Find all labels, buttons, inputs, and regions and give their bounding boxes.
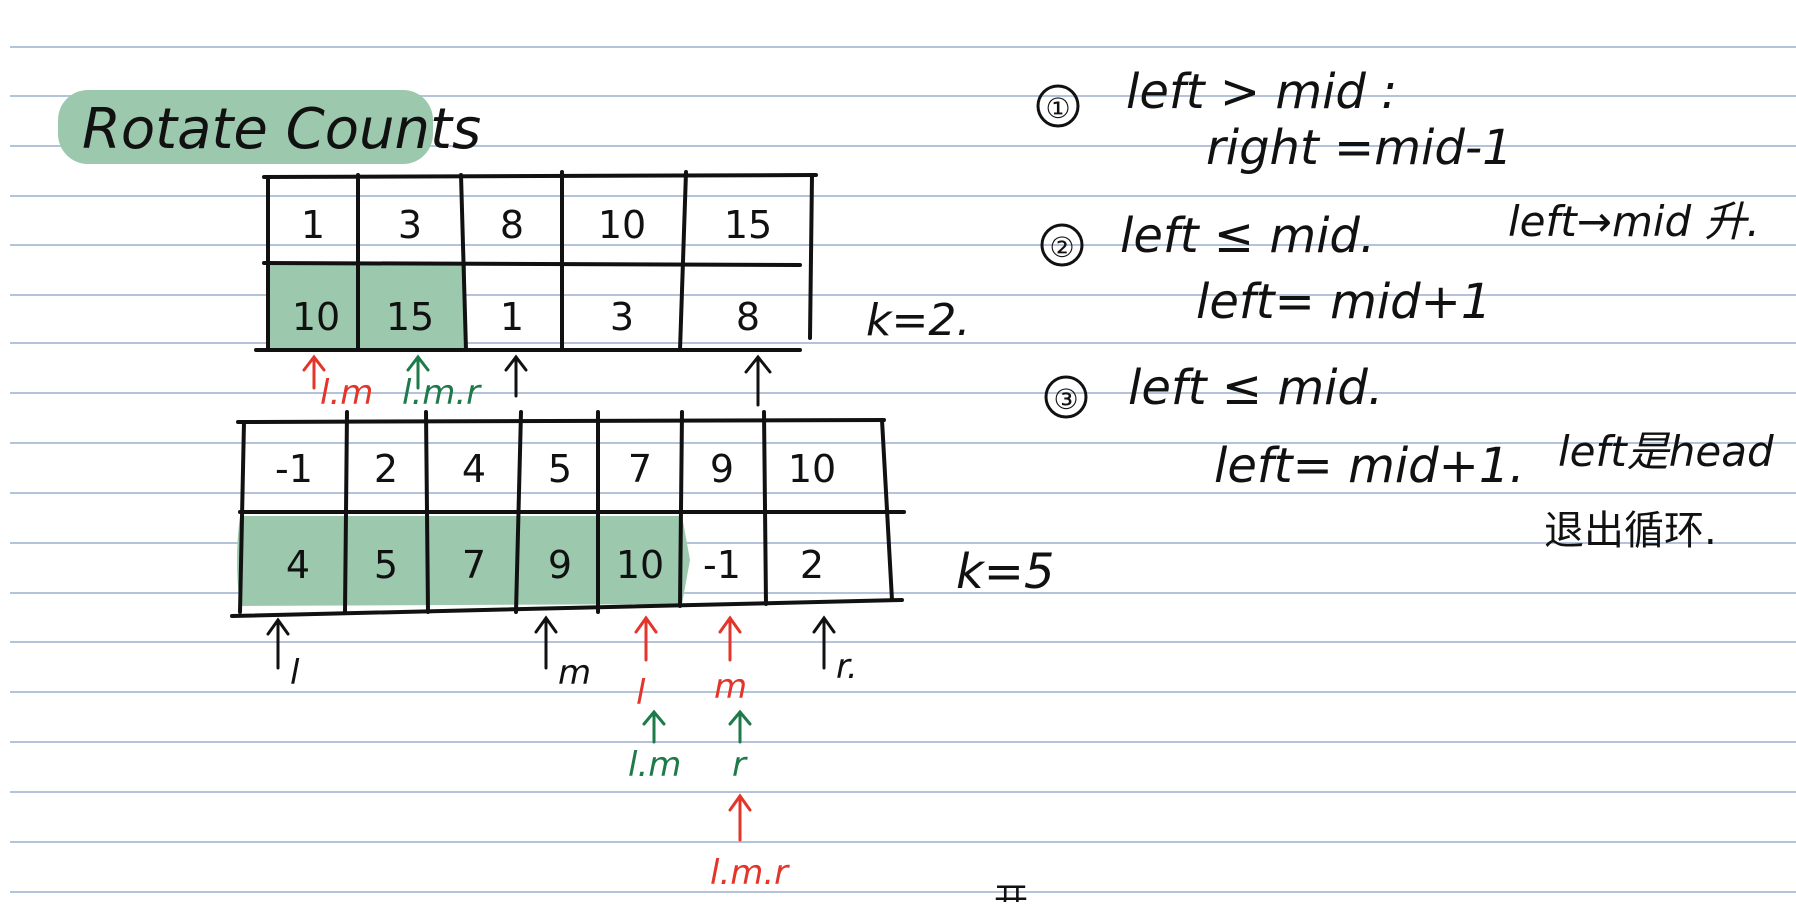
- example2-highlight: [237, 516, 690, 606]
- ex2-pointers: l m r. l m l.m r l.m.r: [266, 615, 858, 893]
- ex2-bottom-cell: 9: [548, 543, 572, 587]
- partial-text: 开: [994, 881, 1028, 902]
- rule3-note: left是head: [1558, 427, 1774, 476]
- rules: ① left > mid : right =mid-1 ② left ≤ mid…: [1036, 64, 1774, 554]
- ex1-bottom-cell: 8: [736, 295, 760, 339]
- ex2-bottom-cell: 5: [374, 543, 398, 587]
- ex1-green-pointer: l.m.r: [402, 373, 482, 413]
- ex2-bottom-cell: 7: [462, 543, 486, 587]
- ex2-red-m: m: [714, 667, 747, 707]
- rule2-condition: left ≤ mid.: [1120, 208, 1375, 264]
- ex1-k-label: k=2.: [866, 295, 970, 346]
- ex2-pointer-m: m: [558, 653, 591, 693]
- rule2-number-circle: [1040, 223, 1084, 267]
- rule2-action: left= mid+1: [1196, 274, 1491, 330]
- example1-highlight: [266, 263, 466, 350]
- ex2-top-cell: 2: [374, 447, 398, 491]
- title-block: Rotate Counts: [58, 90, 481, 164]
- rule1-number-circle: [1036, 84, 1080, 128]
- rule2-note: left→mid 升.: [1508, 197, 1760, 246]
- ex2-top-cell: 10: [788, 447, 836, 491]
- rule1-condition: left > mid :: [1126, 64, 1397, 120]
- example2-table: -1 2 4 5 7 9 10 4 5 7 9 10 -1 2: [230, 410, 906, 618]
- ex1-bottom-cell: 1: [500, 295, 524, 339]
- example1-table: 1 3 8 10 15 10 15 1 3 8: [254, 170, 818, 352]
- rule3-number-circle: [1044, 375, 1088, 419]
- ex2-green-lm: l.m: [628, 745, 681, 785]
- title: Rotate Counts: [82, 97, 481, 162]
- ex2-top-cell: -1: [275, 447, 313, 491]
- ex2-pointer-r: r.: [836, 647, 858, 687]
- ex2-red-l: l: [636, 673, 646, 713]
- ex2-bottom-cell: 10: [616, 543, 664, 587]
- rule3-condition: left ≤ mid.: [1128, 360, 1383, 416]
- ex1-bottom-cell: 10: [292, 295, 340, 339]
- ex1-top-cell: 8: [500, 203, 524, 247]
- ex1-bottom-cell: 3: [610, 295, 634, 339]
- rule1-action: right =mid-1: [1206, 120, 1513, 176]
- ex2-k-label: k=5: [956, 544, 1055, 600]
- rule1-number: ①: [1045, 92, 1070, 125]
- ex2-bottom-cell: 4: [286, 543, 310, 587]
- rule3-exit-note: 退出循环.: [1544, 508, 1717, 554]
- rule3-action: left= mid+1.: [1214, 438, 1525, 494]
- ex2-top-cell: 7: [628, 447, 652, 491]
- rule3-number: ③: [1053, 383, 1078, 416]
- rule2-number: ②: [1049, 231, 1074, 264]
- ex2-pointer-l: l: [290, 653, 300, 693]
- ex1-top-cell: 10: [598, 203, 646, 247]
- ex2-top-cell: 5: [548, 447, 572, 491]
- ex1-top-cell: 1: [301, 203, 325, 247]
- ex1-red-pointer: l.m: [320, 373, 373, 413]
- ex1-top-cell: 3: [398, 203, 422, 247]
- ex1-bottom-cell: 15: [386, 295, 434, 339]
- ex2-bottom-cell: -1: [703, 543, 741, 587]
- title-highlight: [58, 90, 433, 164]
- ex2-final-pointer: l.m.r: [710, 853, 790, 893]
- ex1-top-cell: 15: [724, 203, 772, 247]
- ex2-top-cell: 9: [710, 447, 734, 491]
- ex2-green-r: r: [732, 745, 748, 785]
- ex2-top-cell: 4: [462, 447, 486, 491]
- ex2-bottom-cell: 2: [800, 543, 824, 587]
- ex1-pointers: l.m l.m.r: [302, 354, 772, 413]
